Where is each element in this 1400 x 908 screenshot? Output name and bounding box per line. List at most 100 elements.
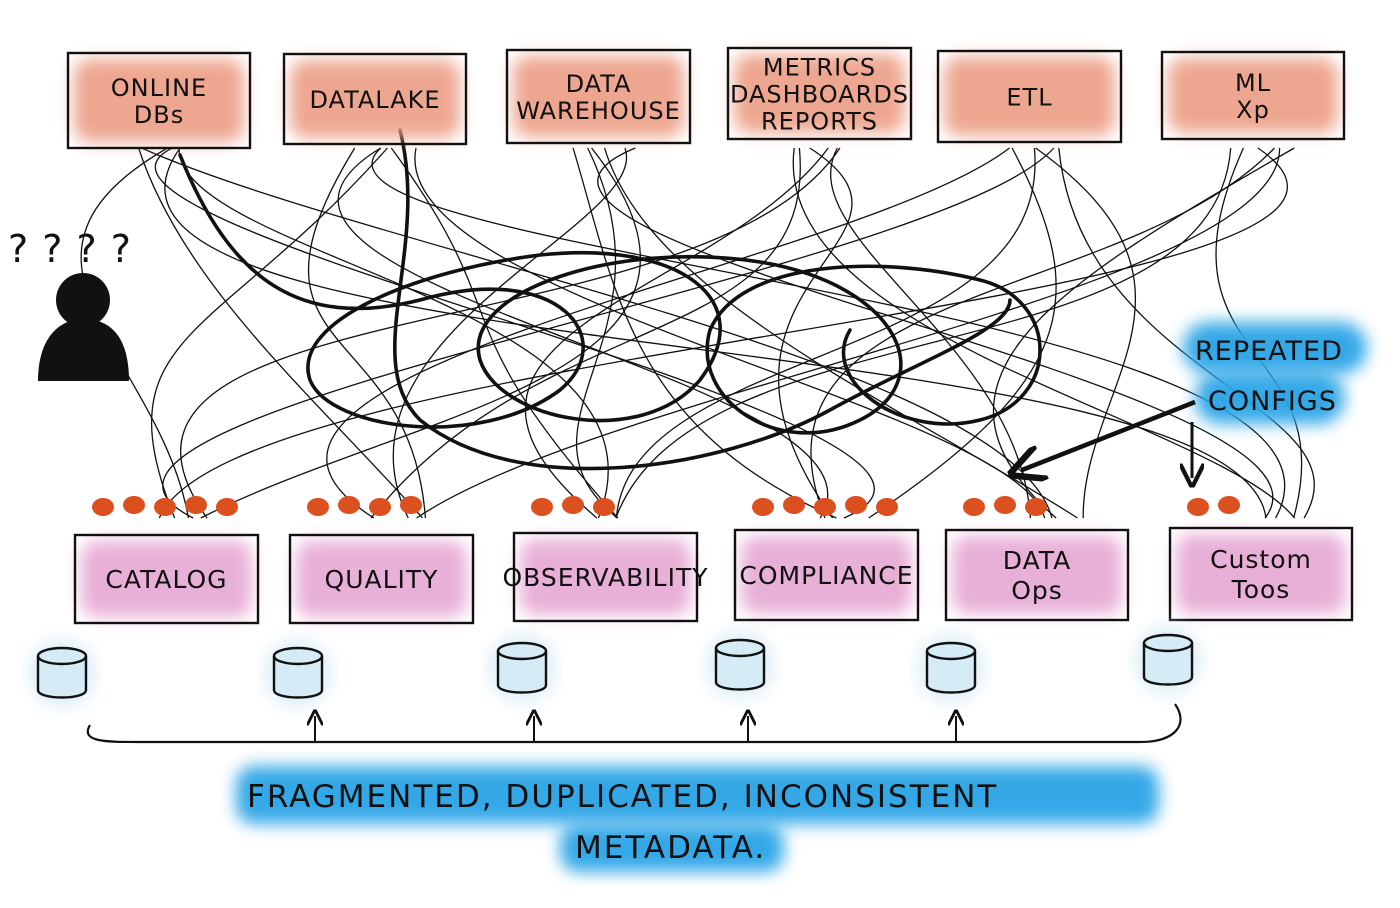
tool-custom-tools-label: Custom [1210,545,1312,574]
callout-highlight-2 [1195,372,1345,424]
source-online-dbs-label: DBs [134,101,184,129]
config-dot [752,498,774,516]
source-metrics-dashboards-reports-label: REPORTS [761,108,878,136]
source-metrics-dashboards-reports-label: DASHBOARDS [730,81,909,109]
database-top [36,646,88,666]
source-ml-xp-label: Xp [1236,96,1270,124]
source-datalake: DATALAKE [282,52,468,146]
box-wash [1168,58,1338,133]
config-dot [562,496,584,514]
database-cylinder-icon [706,631,774,699]
database-cylinder-icon [264,639,332,707]
confused-person-icon [56,273,110,327]
source-data-warehouse-label: WAREHOUSE [516,97,681,125]
config-dot [963,498,985,516]
database-body [36,656,88,699]
callout-line-2: CONFIGS [1208,386,1337,417]
config-dot [783,496,805,514]
caption-highlight-1 [236,766,1159,824]
connection-wire [615,147,1232,519]
config-dot [1187,498,1209,516]
database-body [1142,643,1194,686]
box-outline [505,48,692,145]
tool-compliance-label: COMPLIANCE [739,561,913,590]
config-dot [400,496,422,514]
connection-wire [575,147,618,519]
tool-observability-label: OBSERVABILITY [502,563,708,592]
database-cylinder-icon [28,639,96,707]
box-wash [74,59,244,142]
tangled-connections [80,128,1315,519]
source-data-warehouse-label: DATA [566,70,632,98]
database-cylinder-icon [1134,626,1202,694]
database-body [496,651,548,694]
connection-wire [1035,147,1136,519]
connection-wire [326,147,1010,519]
connection-wire [200,147,641,519]
caption: FRAGMENTED, DUPLICATED, INCONSISTENT MET… [236,766,1159,872]
box-outline [726,46,913,141]
connection-wire [830,147,1032,519]
database-body [714,648,766,691]
connection-wire [150,147,388,519]
box-wash [290,60,460,138]
box-outline [512,531,699,623]
config-dot [92,498,114,516]
box-wash [513,56,684,137]
config-dot [185,496,207,514]
box-outline [66,51,252,150]
connection-wire [371,147,1286,519]
source-online-dbs-label: ONLINE [111,74,207,102]
tangle-loop [178,153,1042,435]
tool-catalog-label: CATALOG [105,565,227,594]
source-datalake-label: DATALAKE [309,86,440,114]
box-outline [288,533,475,625]
metadata-stores-row [28,626,1202,707]
connection-wire [162,147,1055,519]
bottom-connector [86,703,1182,744]
box-wash [741,536,912,614]
tool-data-ops-label: Ops [1011,576,1063,605]
callout-line-1: REPEATED [1195,336,1343,367]
bottom-bracket-line [86,703,1182,744]
box-wash [734,54,905,133]
confused-person: ? ? ? ? [8,227,131,381]
connection-wire [572,147,837,519]
tool-observability: OBSERVABILITY [502,531,708,623]
box-outline [73,533,260,625]
box-outline [1168,526,1354,622]
database-top [925,641,977,661]
source-etl: ETL [936,49,1123,144]
database-top [496,641,548,661]
data-sources-row: ONLINEDBsDATALAKEDATAWAREHOUSEMETRICSDAS… [66,46,1346,150]
tool-custom-tools-label: Toos [1231,575,1291,604]
box-outline [936,49,1123,144]
connection-wire [137,147,423,519]
person-body [38,319,129,381]
config-dot [845,496,867,514]
database-top [714,638,766,658]
database-cylinder-icon [917,634,985,702]
config-dot [307,498,329,516]
source-etl-label: ETL [1006,84,1052,112]
tool-quality-label: QUALITY [325,565,439,594]
database-top [272,646,324,666]
connection-wire [392,147,628,519]
connection-wire [778,147,853,519]
tool-compliance: COMPLIANCE [733,528,920,622]
box-outline [282,52,468,146]
config-dot [338,496,360,514]
box-wash [1176,534,1346,614]
box-wash [81,541,252,617]
box-wash [952,536,1122,614]
source-ml-xp-label: ML [1235,69,1271,97]
connection-wire [180,147,841,519]
config-dot [369,498,391,516]
database-body [925,651,977,694]
